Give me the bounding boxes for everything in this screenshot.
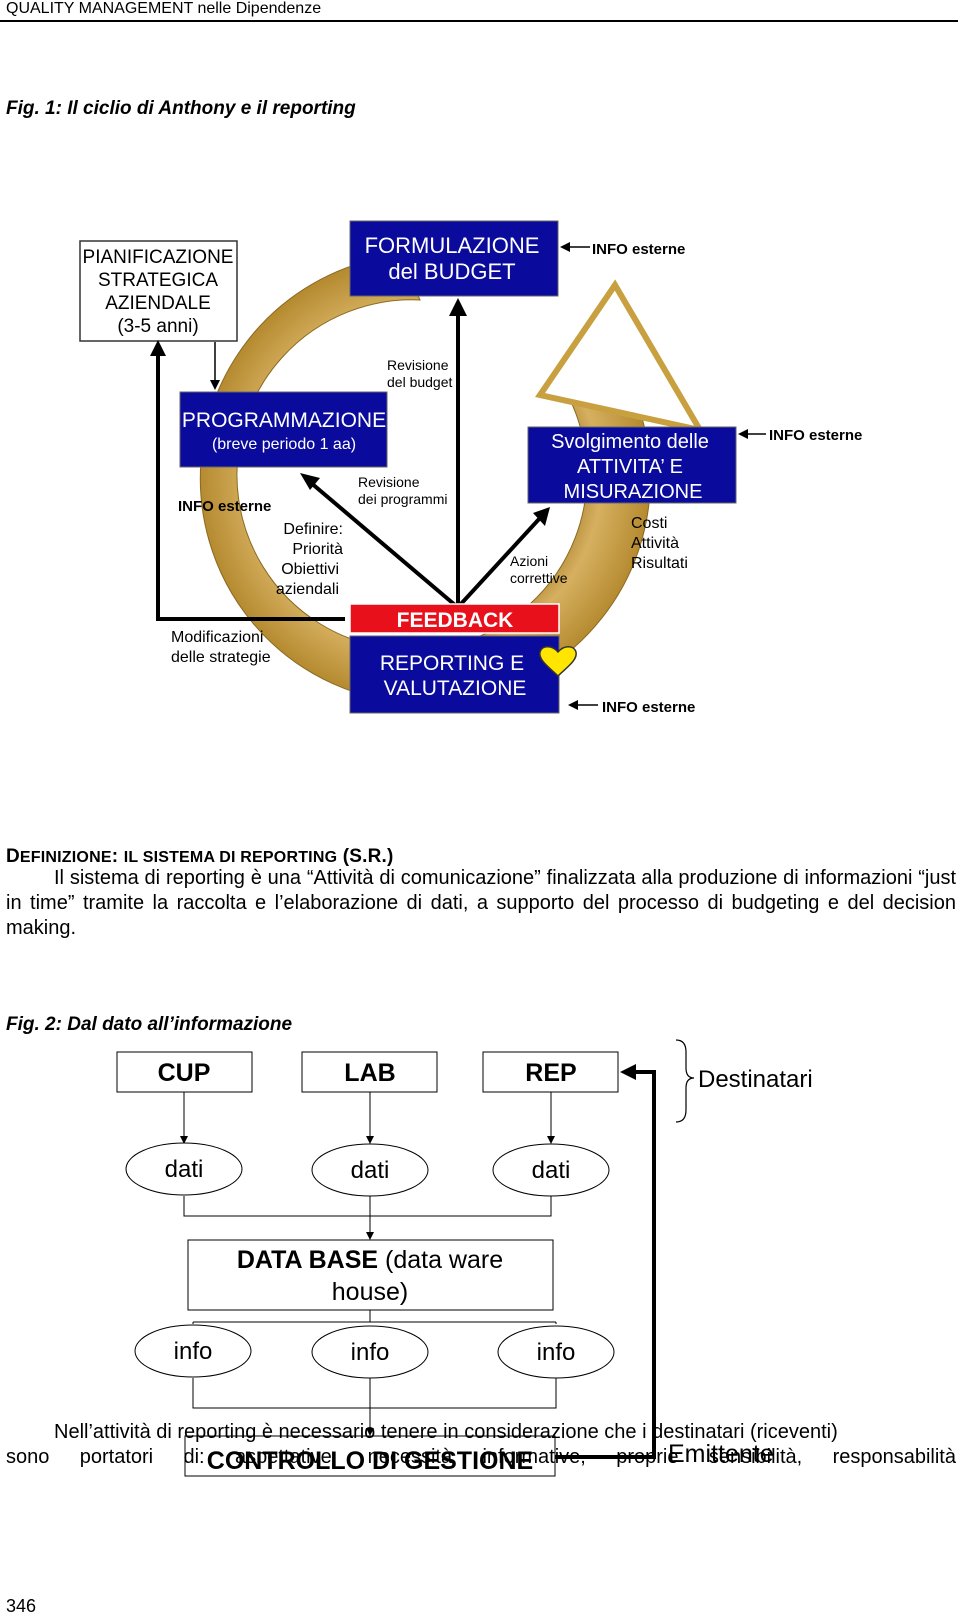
definire-1: Definire: [283, 521, 343, 538]
revisione-programmi-2: dei programmi [358, 491, 447, 507]
definire-4: aziendali [276, 581, 339, 598]
feedback-label: FEEDBACK [397, 609, 514, 632]
formulazione-line2: del BUDGET [388, 259, 515, 284]
modificazioni-loop [156, 350, 345, 621]
paragraph2-line1: Nell’attività di reporting è necessario … [54, 1421, 838, 1443]
data-flow-diagram: CUP LAB REP dati dati dati DATA BASE (da… [116, 1039, 813, 1477]
fig2-caption: Fig. 2: Dal dato all’informazione [6, 1014, 293, 1035]
header-rule [0, 20, 958, 22]
dati-ellipse-1 [125, 1142, 243, 1196]
info-esterne-left: INFO esterne [178, 498, 271, 515]
pianificazione-line2: STRATEGICA [98, 270, 218, 291]
definire-2: Priorità [292, 541, 343, 558]
modificazioni-2: delle strategie [171, 649, 271, 666]
dati-1: dati [165, 1156, 204, 1183]
svolgimento-line3: MISURAZIONE [564, 481, 703, 503]
revisione-budget-2: del budget [387, 374, 453, 390]
programmazione-line1: PROGRAMMAZIONE [182, 409, 386, 432]
dati-2: dati [351, 1157, 390, 1184]
info-1: info [174, 1338, 213, 1365]
reporting-line2: VALUTAZIONE [384, 677, 527, 700]
feedback-box [349, 603, 560, 634]
running-header: QUALITY MANAGEMENT nelle Dipendenze [6, 0, 322, 17]
pianificazione-line3: AZIENDALE [105, 293, 211, 314]
pianificazione-line4: (3-5 anni) [117, 316, 198, 337]
source-lab: LAB [344, 1059, 395, 1087]
definire-3: Obiettivi [281, 561, 339, 578]
reporting-box [349, 635, 560, 714]
reporting-line1: REPORTING E [380, 652, 524, 675]
definition-title: DEFINIZIONE: IL SISTEMA DI REPORTING (S.… [6, 846, 394, 867]
programmazione-box [179, 391, 388, 468]
formulazione-box [349, 220, 559, 297]
info-3: info [537, 1339, 576, 1366]
svolgimento-line2: ATTIVITA’ E [577, 456, 683, 478]
source-box-cup [116, 1051, 253, 1093]
anthony-cycle-diagram: PIANIFICAZIONE STRATEGICA AZIENDALE (3-5… [79, 220, 862, 716]
costi-2: Attività [631, 535, 679, 552]
pianificazione-box [79, 240, 238, 342]
info-2: info [351, 1339, 390, 1366]
info-esterne-right: INFO esterne [769, 427, 862, 444]
azioni-1: Azioni [510, 553, 548, 569]
revisione-programmi-1: Revisione [358, 474, 420, 490]
svolgimento-box [527, 426, 737, 504]
info-ellipse-1 [134, 1324, 252, 1378]
source-box-rep [482, 1051, 619, 1093]
controllo-label: CONTROLLO DI GESTIONE [207, 1447, 533, 1475]
source-cup: CUP [158, 1059, 211, 1087]
modificazioni-1: Modificazioni [171, 629, 263, 646]
programmazione-line2: (breve periodo 1 aa) [212, 436, 356, 453]
emittente-label: Emittente [668, 1440, 774, 1468]
pianificazione-line1: PIANIFICAZIONE [83, 247, 234, 268]
destinatari-label: Destinatari [698, 1066, 813, 1093]
costi-1: Costi [631, 515, 667, 532]
source-rep: REP [525, 1059, 576, 1087]
emittente-loop [555, 1070, 656, 1459]
dati-3: dati [532, 1157, 571, 1184]
database-line1: DATA BASE (data ware [237, 1246, 503, 1274]
azioni-2: correttive [510, 570, 568, 586]
cycle-arrowhead [535, 279, 707, 435]
info-esterne-bottom: INFO esterne [602, 699, 695, 716]
page-number: 346 [6, 1596, 37, 1616]
database-line2: house) [332, 1278, 408, 1306]
svolgimento-line1: Svolgimento delle [551, 431, 709, 453]
revisione-budget-1: Revisione [387, 357, 449, 373]
database-box [187, 1239, 554, 1311]
paragraph2-line2: sono portatori di: aspettative, necessit… [6, 1446, 956, 1468]
fig1-caption: Fig. 1: Il ciclio di Anthony e il report… [6, 98, 356, 119]
heart-icon [539, 646, 577, 678]
definition-text: Il sistema di reporting è una “Attività … [6, 867, 956, 939]
destinatari-brace [675, 1039, 695, 1123]
formulazione-line1: FORMULAZIONE [365, 233, 540, 258]
info-esterne-top: INFO esterne [592, 241, 685, 258]
costi-3: Risultati [631, 555, 688, 572]
